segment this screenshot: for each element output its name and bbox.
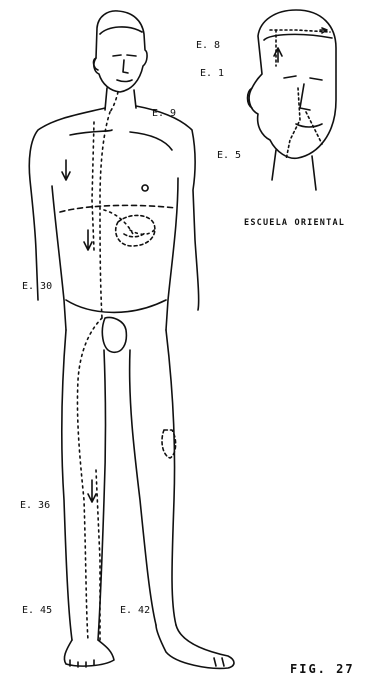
point-label-e36: E. 36	[20, 500, 50, 511]
stomach-meridian-path	[77, 92, 156, 640]
inset-head	[248, 10, 337, 190]
point-label-e9: E. 9	[152, 108, 176, 119]
point-label-e1: E. 1	[200, 68, 224, 79]
point-label-e42: E. 42	[120, 605, 150, 616]
body-outline	[29, 11, 234, 668]
point-label-e45: E. 45	[22, 605, 52, 616]
point-label-e30: E. 30	[22, 281, 52, 292]
figure-label: FIG. 27	[290, 664, 355, 675]
school-caption: ESCUELA ORIENTAL	[244, 218, 345, 229]
point-label-e5: E. 5	[217, 150, 241, 161]
point-label-e8: E. 8	[196, 40, 220, 51]
